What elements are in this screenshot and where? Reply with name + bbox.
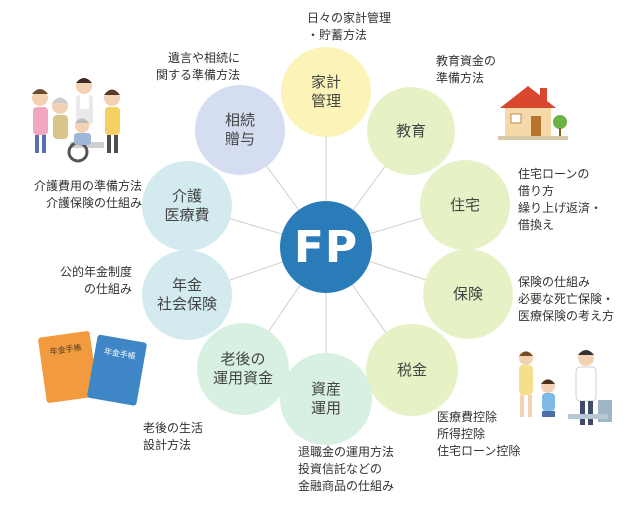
tax-note: 医療費控除 所得控除 住宅ローン控除: [437, 410, 521, 458]
housing-circle: 住宅: [420, 160, 510, 250]
family-doctor-illustration: [519, 350, 612, 425]
insurance-note: 保険の仕組み 必要な死亡保険・ 医療保険の考え方: [518, 275, 615, 323]
inheritance-gift-label: 相続 贈与: [224, 111, 255, 148]
nursing-medical-note: 介護費用の準備方法 介護保険の仕組み: [33, 179, 142, 210]
house-illustration: [498, 86, 568, 140]
retirement-funds-label: 老後の 運用資金: [212, 350, 273, 387]
household-budget-circle: 家計 管理: [281, 47, 371, 137]
family-group-illustration: [32, 78, 120, 163]
pension-social-insurance-note: 公的年金制度 の仕組み: [59, 265, 132, 296]
education-label: 教育: [395, 121, 426, 140]
inheritance-gift-note: 遺言や相続に 関する準備方法: [155, 51, 240, 82]
pension-social-insurance-circle: 年金 社会保険: [142, 250, 232, 340]
retirement-funds-circle: 老後の 運用資金: [197, 323, 289, 415]
fp-hub-circle: FP: [280, 201, 372, 293]
pension-social-insurance-label: 年金 社会保険: [156, 276, 217, 313]
tax-circle: 税金: [366, 324, 458, 416]
asset-management-circle: 資産 運用: [280, 353, 372, 445]
insurance-label: 保険: [452, 284, 483, 303]
household-budget-note: 日々の家計管理 ・貯蓄方法: [307, 11, 392, 42]
nursing-medical-label: 介護 医療費: [164, 187, 210, 224]
pension-book-illustration: 年金手帳 年金手帳: [38, 331, 147, 406]
household-budget-label: 家計 管理: [310, 73, 341, 110]
insurance-circle: 保険: [423, 249, 513, 339]
retirement-funds-note: 老後の生活 設計方法: [143, 421, 204, 452]
pension-book-title-1: 年金手帳: [49, 342, 82, 356]
nursing-medical-circle: 介護 医療費: [142, 161, 232, 251]
tax-label: 税金: [396, 360, 427, 379]
inheritance-gift-circle: 相続 贈与: [195, 85, 285, 175]
asset-management-note: 退職金の運用方法 投資信託などの 金融商品の仕組み: [298, 445, 395, 493]
education-note: 教育資金の 準備方法: [436, 54, 497, 85]
housing-note: 住宅ローンの 借り方 繰り上げ返済・ 借換え: [518, 167, 603, 232]
asset-management-label: 資産 運用: [310, 380, 341, 417]
fp-hub-label: FP: [293, 221, 359, 273]
education-circle: 教育: [367, 87, 455, 175]
housing-label: 住宅: [449, 195, 480, 214]
